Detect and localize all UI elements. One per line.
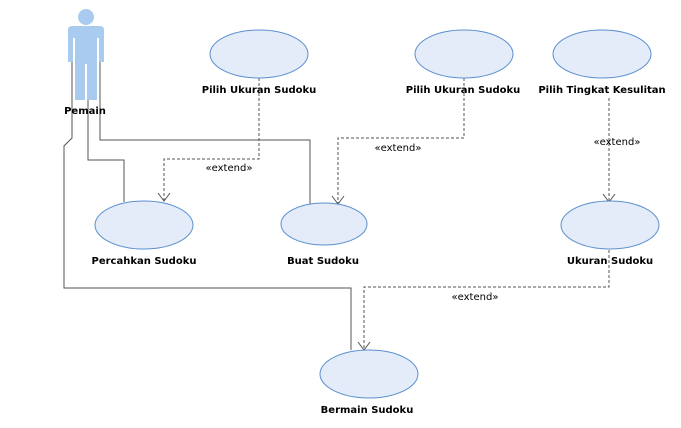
association-pemain-percahkan — [87, 60, 125, 202]
use-case-pilih-ukuran-2[interactable]: Pilih Ukuran Sudoku — [406, 29, 521, 96]
use-case-label: Ukuran Sudoku — [567, 256, 653, 267]
extend-pilih-ukuran-2-buat — [337, 78, 465, 204]
extend-pilih-ukuran-1-percahkan — [163, 78, 260, 201]
extend-label-percahkan: «extend» — [206, 163, 253, 174]
use-case-buat[interactable]: Buat Sudoku — [280, 202, 368, 267]
use-case-ellipse — [560, 200, 660, 250]
use-case-label: Pilih Ukuran Sudoku — [202, 85, 317, 96]
use-case-ellipse — [280, 202, 368, 246]
use-case-pilih-ukuran-1[interactable]: Pilih Ukuran Sudoku — [202, 29, 317, 96]
use-case-ellipse — [319, 349, 419, 399]
use-case-pilih-tingkat[interactable]: Pilih Tingkat Kesulitan — [538, 29, 666, 96]
extend-label-bermain: «extend» — [452, 292, 499, 303]
use-case-label: Pilih Tingkat Kesulitan — [538, 85, 665, 96]
extend-label-buat: «extend» — [375, 143, 422, 154]
use-case-ellipse — [414, 29, 514, 79]
use-case-ellipse — [552, 29, 652, 79]
extend-label-ukuran: «extend» — [594, 137, 641, 148]
actor-label: Pemain — [64, 106, 106, 117]
use-case-ellipse — [209, 29, 309, 79]
association-pemain-buat — [99, 60, 311, 206]
actor-head-icon — [78, 9, 94, 25]
actor-pemain[interactable]: Pemain — [64, 9, 106, 117]
association-pemain-bermain — [63, 60, 352, 350]
actor-body-icon — [68, 26, 104, 100]
extend-arrowhead-percahkan — [157, 192, 171, 202]
use-case-ellipse — [94, 200, 194, 250]
use-case-percahkan[interactable]: Percahkan Sudoku — [92, 200, 197, 267]
use-case-ukuran[interactable]: Ukuran Sudoku — [560, 200, 660, 267]
use-case-label: Percahkan Sudoku — [92, 256, 197, 267]
use-case-label: Pilih Ukuran Sudoku — [406, 85, 521, 96]
use-case-label: Buat Sudoku — [287, 256, 359, 267]
use-case-label: Bermain Sudoku — [321, 405, 414, 416]
use-case-bermain[interactable]: Bermain Sudoku — [319, 349, 419, 416]
